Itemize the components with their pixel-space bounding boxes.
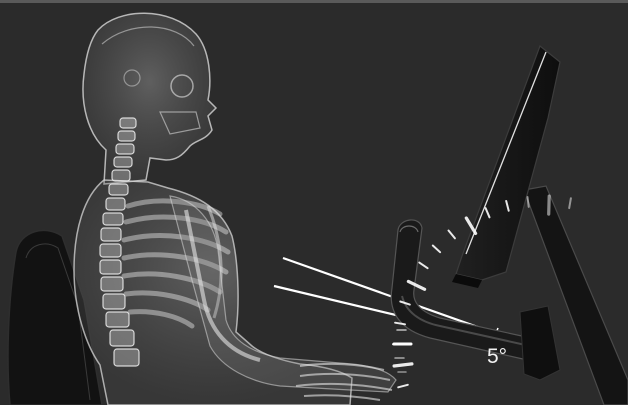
scale-tick	[398, 385, 408, 388]
angle-label: 5°	[487, 346, 507, 367]
scale-tick	[549, 196, 550, 214]
console-stand	[520, 186, 628, 405]
monitor	[452, 46, 560, 288]
scale-tick	[433, 246, 440, 253]
scale-tick	[394, 364, 412, 366]
scale-tick	[449, 231, 455, 239]
handlebar	[391, 220, 540, 362]
scale-tick	[569, 198, 571, 208]
scale-tick	[528, 197, 529, 207]
human-figure	[74, 13, 396, 405]
scale-tick	[419, 263, 427, 269]
